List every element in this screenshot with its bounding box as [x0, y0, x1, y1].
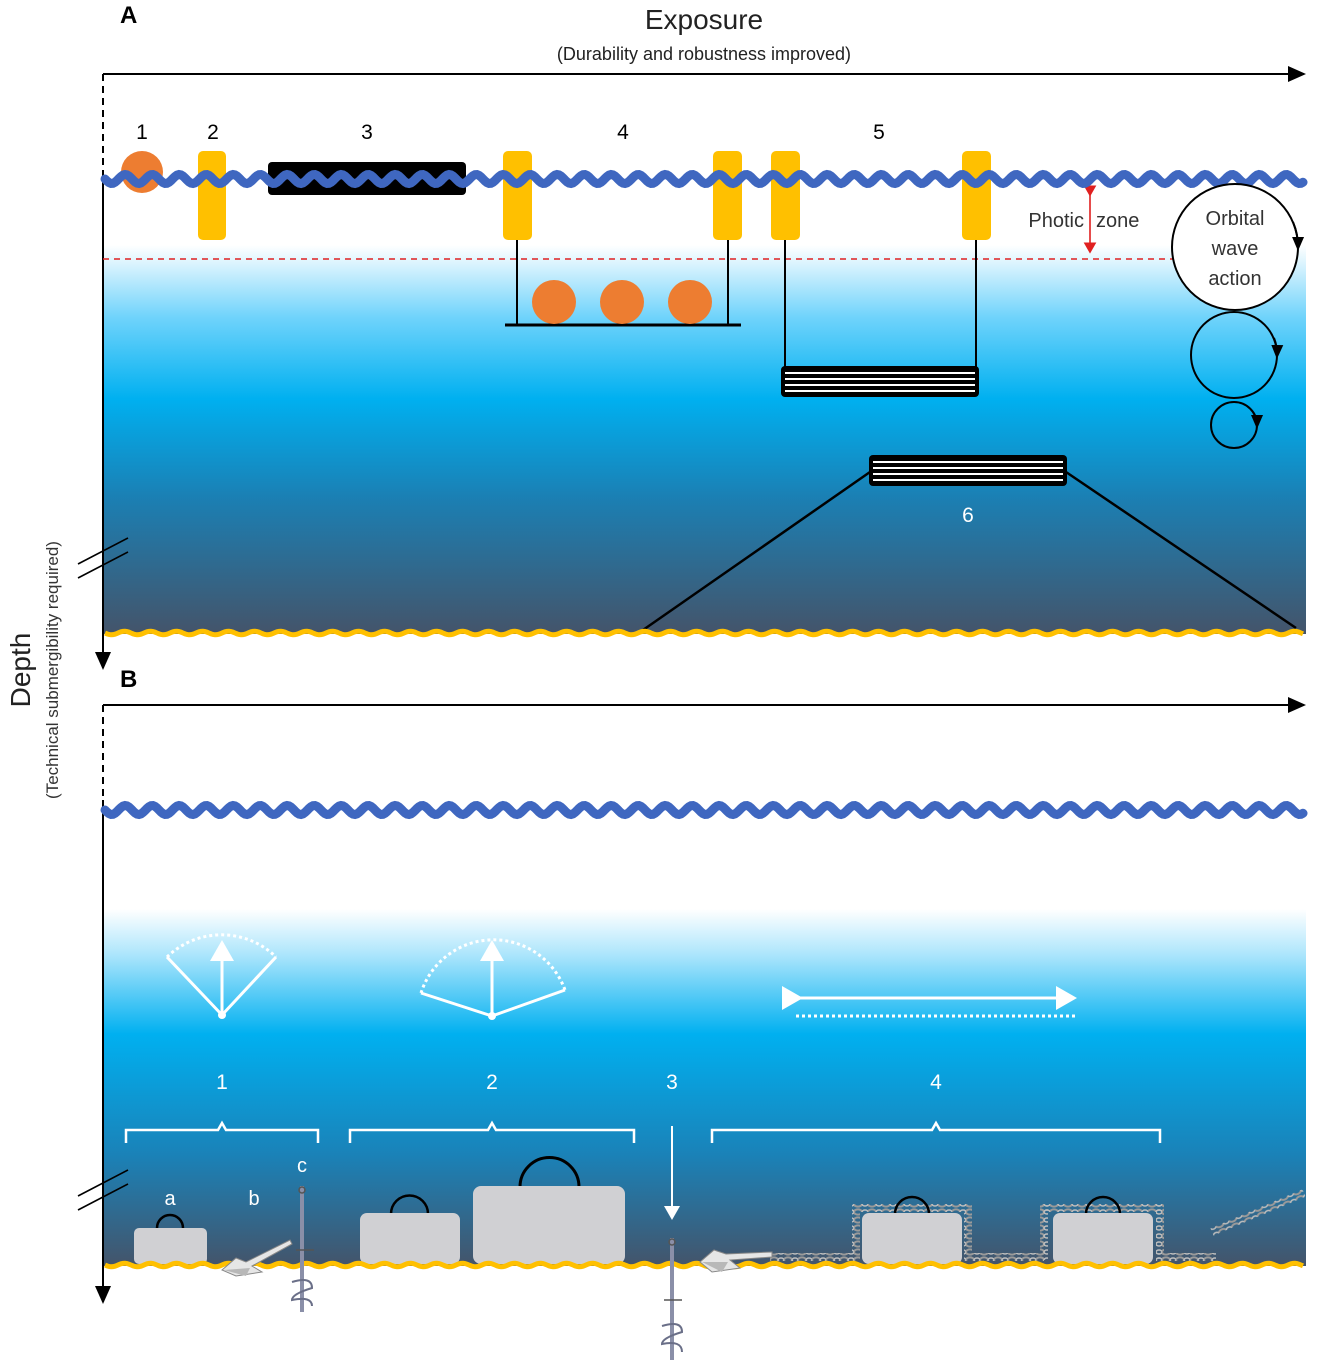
sub-label-a: a [164, 1188, 176, 1210]
drag-anchor-4 [699, 1249, 773, 1273]
depth-axis-title: Depth [5, 633, 36, 708]
panel-a-water [103, 182, 1306, 634]
item-2-buoy [198, 151, 226, 240]
group-label-2: 2 [486, 1071, 498, 1094]
brace-2 [348, 1120, 636, 1143]
mooring-chain [770, 1189, 1306, 1261]
item-4-sphere [600, 280, 644, 324]
surface-wave-b [100, 800, 1308, 820]
depth-axis-subtitle: (Technical submergibility required) [43, 541, 62, 799]
group-label-1: 1 [216, 1071, 228, 1094]
item-4-sphere [668, 280, 712, 324]
item-label-5: 5 [873, 121, 885, 144]
panel-a-letter: A [120, 2, 138, 29]
orbital-label-3: action [1208, 268, 1261, 290]
item-6-net-stack [869, 455, 1067, 486]
group-label-3: 3 [666, 1071, 678, 1094]
concrete-block-2-large [473, 1156, 625, 1264]
orbital-label-2: wave [1211, 238, 1259, 260]
group-label-4: 4 [930, 1071, 942, 1094]
sub-label-c: c [297, 1155, 307, 1177]
item-label-3: 3 [361, 121, 373, 144]
item-6-mooring-left [642, 470, 871, 632]
item-label-4: 4 [617, 121, 629, 144]
surface-wave-a [100, 169, 1308, 189]
photic-label-2: zone [1096, 210, 1139, 232]
item-5-buoy-right [962, 151, 991, 240]
concrete-block-2-small [360, 1194, 460, 1264]
brace-1 [124, 1120, 320, 1143]
exposure-axis-title: Exposure [644, 4, 764, 35]
axis-break-a2 [77, 551, 129, 579]
exposure-axis-subtitle: (Durability and robustness improved) [556, 44, 852, 64]
item-label-1: 1 [136, 121, 148, 144]
panel-b-letter: B [120, 666, 138, 693]
load-direction-horizontal [782, 986, 1078, 1018]
axis-break-a1 [77, 537, 129, 565]
panel-b-water [103, 820, 1306, 1266]
concrete-block-1a [134, 1213, 207, 1264]
item-4-buoy-left [503, 151, 532, 240]
axis-break-b2 [77, 1183, 129, 1211]
orbital-label-1: Orbital [1206, 208, 1265, 230]
brace-4 [710, 1120, 1162, 1143]
item-5-net-stack [781, 366, 979, 397]
load-direction-fan-1 [165, 933, 278, 1019]
orbital-wave-circles [1171, 183, 1305, 449]
screw-anchor-1c [290, 1186, 314, 1312]
photic-label-1: Photic [1028, 210, 1084, 232]
item-6-mooring-right [1065, 470, 1297, 630]
item-4-buoy-right [713, 151, 742, 240]
sub-label-b: b [248, 1188, 259, 1210]
concrete-block-4a [862, 1195, 962, 1264]
item-label-2: 2 [207, 121, 219, 144]
load-direction-fan-2 [419, 938, 567, 1020]
screw-anchor-3 [660, 1238, 684, 1360]
item-label-6: 6 [962, 504, 974, 527]
item-4-sphere [532, 280, 576, 324]
item-5-buoy-left [771, 151, 800, 240]
drag-anchor-1b [221, 1239, 293, 1277]
axis-break-b1 [77, 1169, 129, 1197]
seabed-a [104, 628, 1304, 638]
concrete-block-4b [1053, 1195, 1153, 1264]
